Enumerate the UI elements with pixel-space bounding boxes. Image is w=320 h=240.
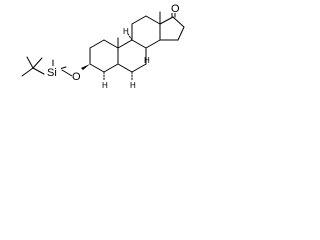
ketone-oxygen-label: O <box>171 3 180 15</box>
ring-a <box>89 39 119 73</box>
silicon-label: Si <box>47 67 57 79</box>
ether-oxygen-label: O <box>72 71 81 83</box>
molecule-diagram: O O Si H H H H <box>21 2 185 90</box>
stereo-h-bonds <box>103 33 147 81</box>
atom-labels: O O Si <box>47 2 180 83</box>
ring-c <box>131 15 161 49</box>
h-label-c8: H <box>123 27 129 36</box>
ring-b <box>117 39 147 73</box>
h-label-c5: H <box>102 81 108 90</box>
ring-d <box>159 16 185 41</box>
angular-methyls <box>117 11 161 49</box>
hydrogen-labels: H H H H <box>102 27 150 90</box>
h-label-c9: H <box>130 81 136 90</box>
h-label-c14: H <box>144 56 150 65</box>
